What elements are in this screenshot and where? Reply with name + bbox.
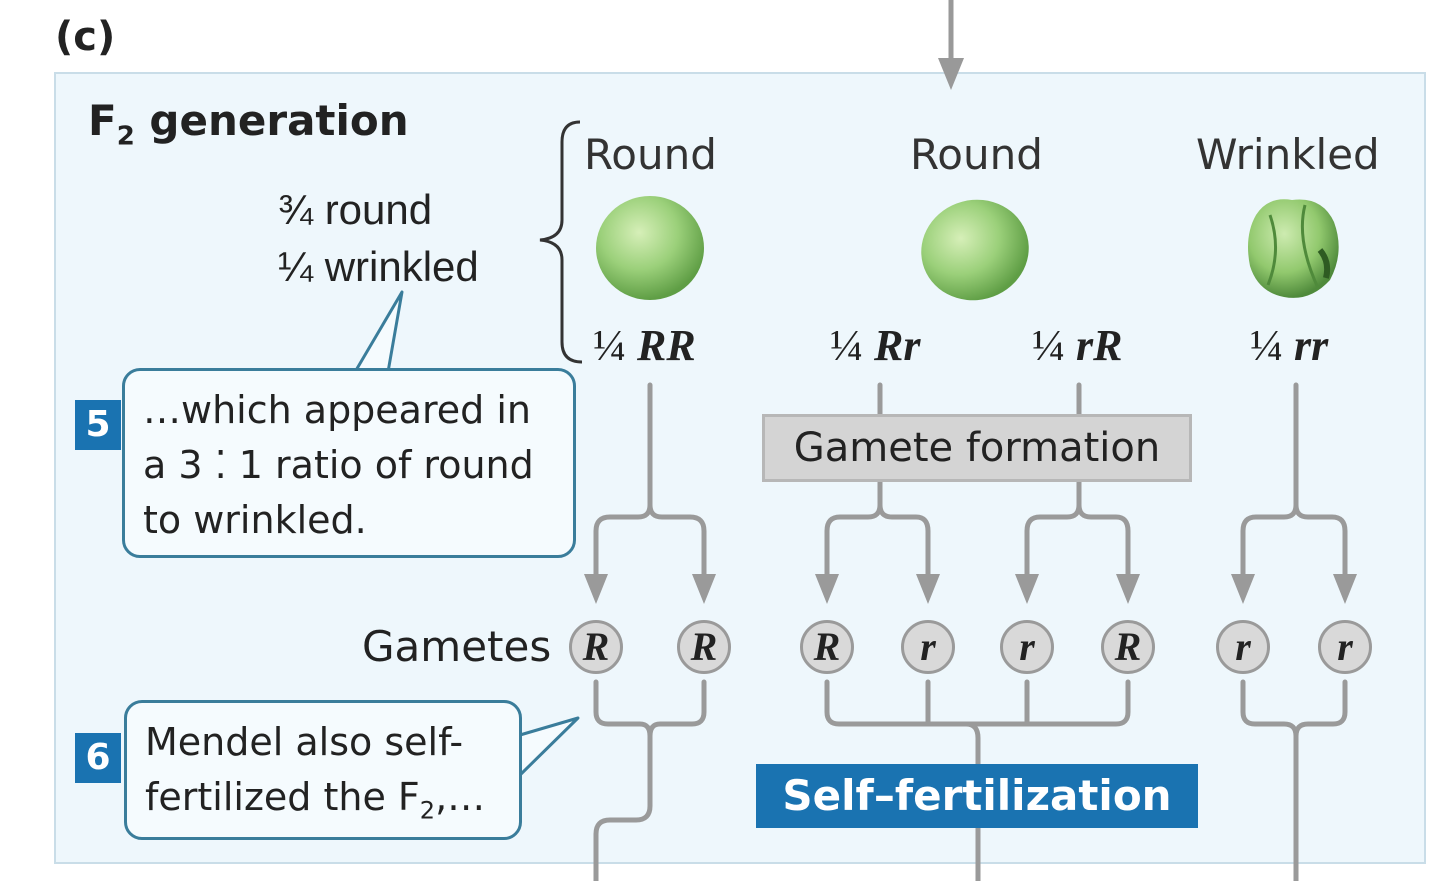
gamete-circle: R (800, 620, 854, 674)
arrow-head (916, 574, 940, 604)
callout-6-line: fertilized the F2,… (145, 775, 486, 825)
arrow-head (692, 574, 716, 604)
callout-5-line: to wrinkled. (143, 498, 367, 542)
gamete-circle: r (1000, 620, 1054, 674)
genotype-Rr: ¼ Rr (830, 321, 921, 370)
callout-5-line: …which appeared in (143, 388, 531, 432)
arrow-head (584, 574, 608, 604)
genotype-rR: ¼ rR (1032, 321, 1123, 370)
gamete-circle: r (1318, 620, 1372, 674)
callout-5: …which appeared in a 3 ⁚ 1 ratio of roun… (122, 368, 576, 558)
wrinkled-pea-icon (1248, 199, 1339, 298)
ratio-wrinkled: ¼ wrinkled (278, 243, 479, 290)
phenotype-round-1: Round (584, 130, 717, 179)
brace (539, 120, 583, 364)
arrow-head (1231, 574, 1255, 604)
arrowheads (584, 574, 1357, 604)
gamete-circle: R (1101, 620, 1155, 674)
phenotype-round-2: Round (910, 130, 1043, 179)
arrow-head (815, 574, 839, 604)
arrow-head (1015, 574, 1039, 604)
f2-generation-title: F2 generation (88, 96, 409, 152)
gamete-formation-box: Gamete formation (762, 414, 1192, 482)
arrow-head (1116, 574, 1140, 604)
panel-letter: (c) (55, 14, 116, 60)
genotype-rr: ¼ rr (1250, 321, 1329, 370)
self-fertilization-box: Self–fertilization (756, 764, 1198, 828)
callout-6: Mendel also self- fertilized the F2,… (124, 700, 522, 840)
callout-6-line: Mendel also self- (145, 720, 464, 764)
round-pea-icon (921, 199, 1029, 301)
gamete-circle: r (901, 620, 955, 674)
phenotype-wrinkled: Wrinkled (1196, 130, 1380, 179)
step-6-badge: 6 (75, 733, 121, 783)
gamete-circle: r (1216, 620, 1270, 674)
genotype-RR: ¼ RR (593, 321, 696, 370)
gamete-circle: R (569, 620, 623, 674)
gametes-label: Gametes (362, 622, 552, 671)
callout-5-line: a 3 ⁚ 1 ratio of round (143, 443, 534, 487)
arrow-head (1333, 574, 1357, 604)
incoming-arrow (938, 0, 964, 90)
round-pea-icon (596, 196, 704, 300)
branch-lines (593, 382, 1348, 881)
ratio-round: ¾ round (278, 186, 433, 233)
step-5-badge: 5 (75, 400, 121, 450)
gamete-circle: R (677, 620, 731, 674)
